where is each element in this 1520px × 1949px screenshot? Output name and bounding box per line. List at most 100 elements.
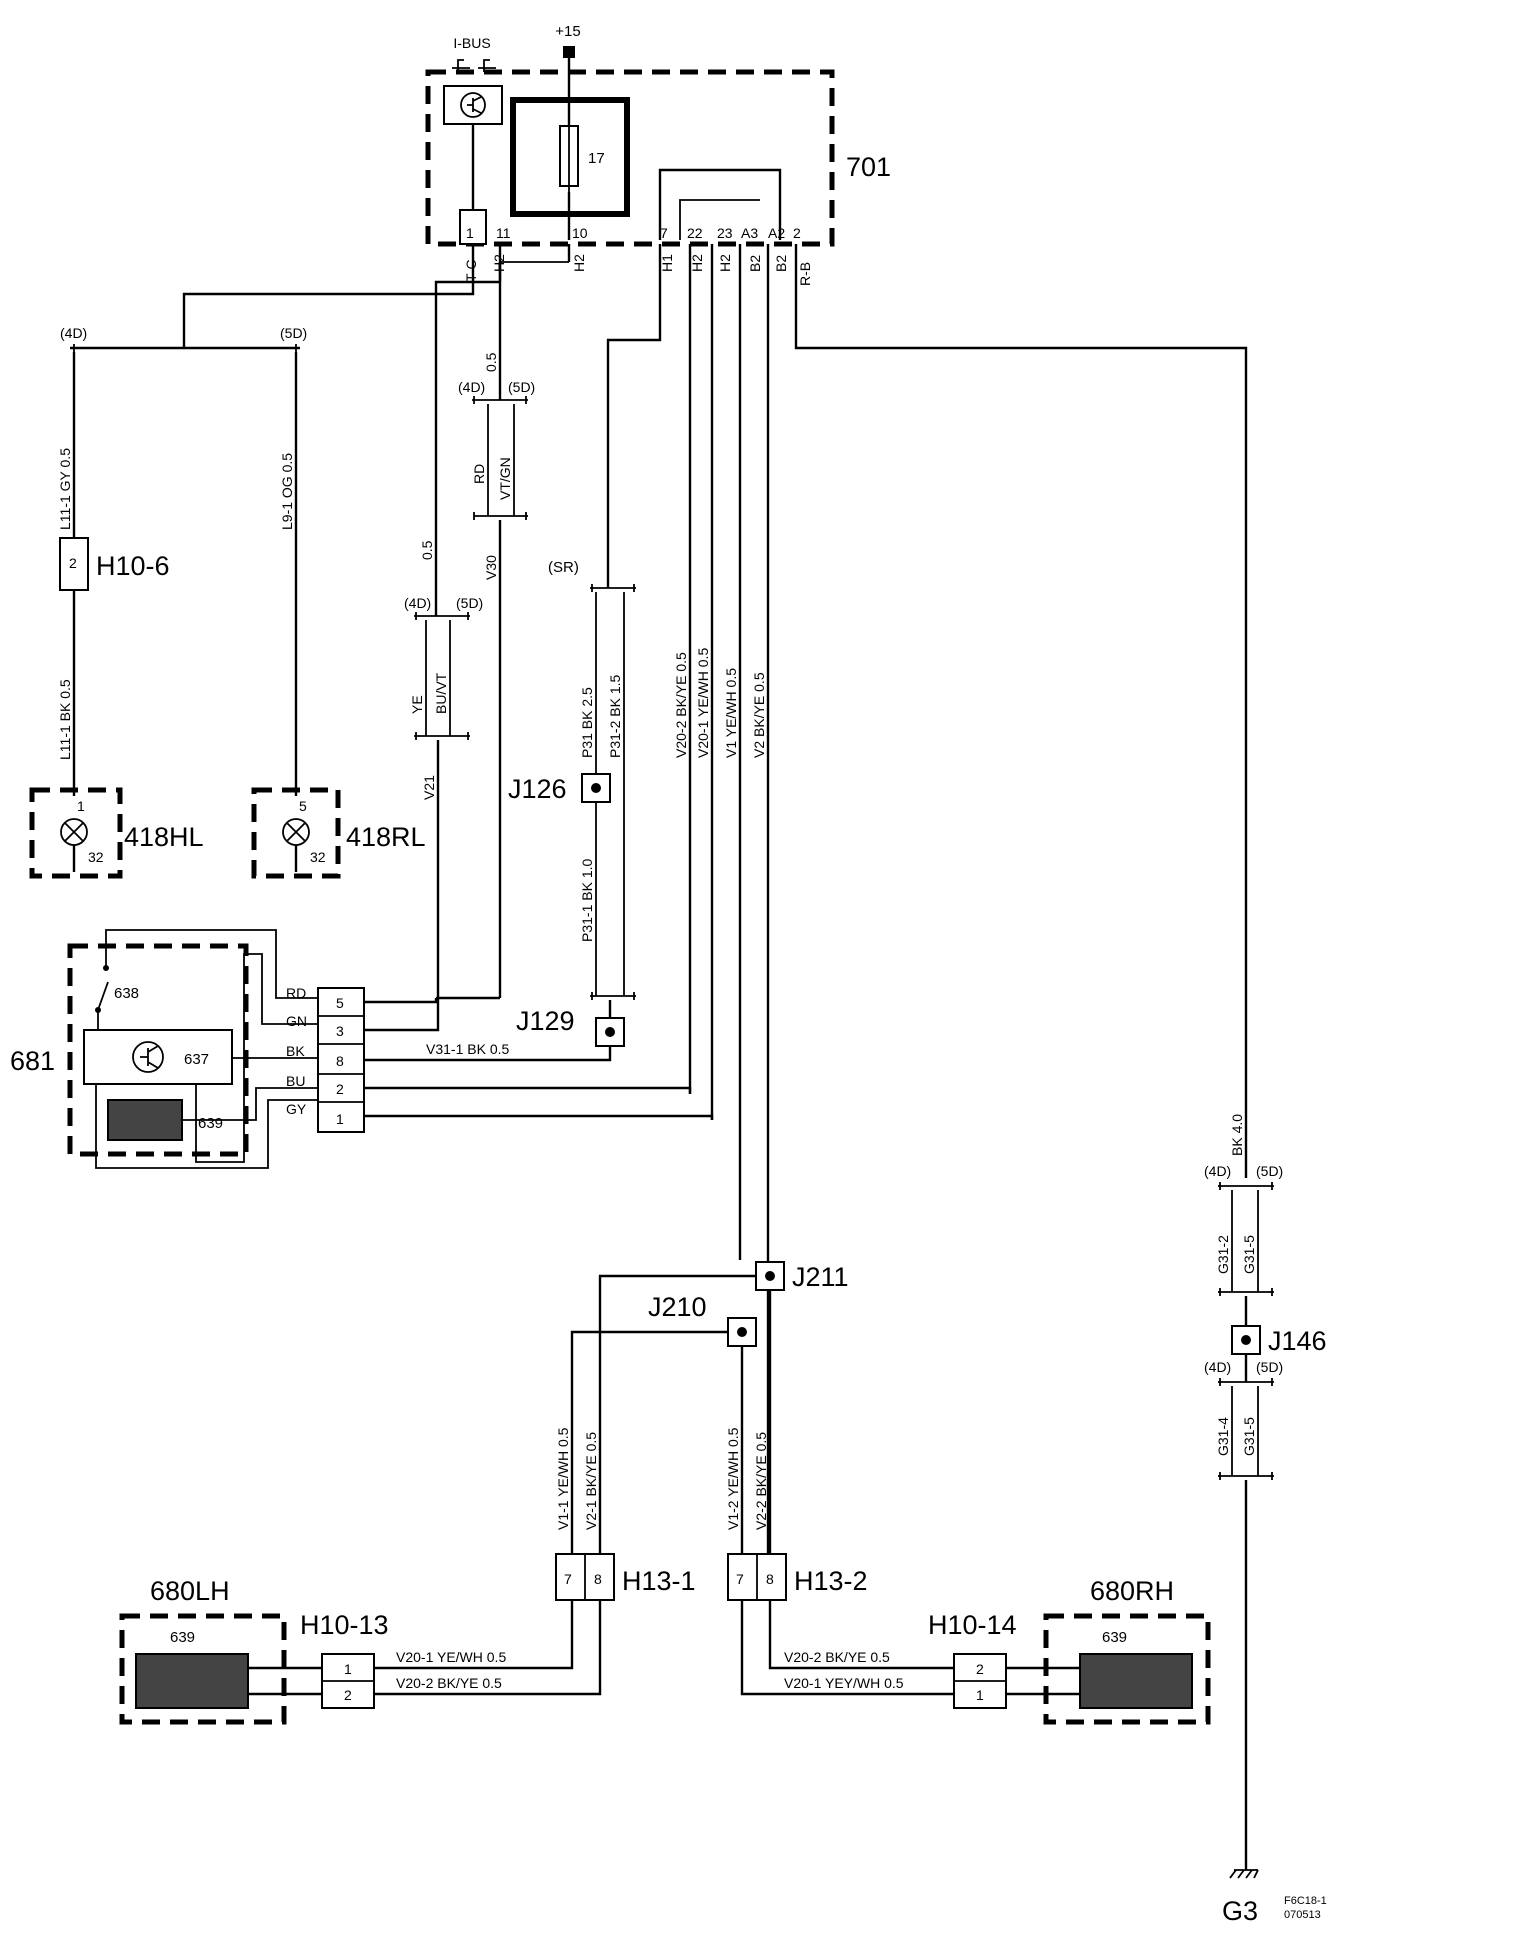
heater-680lh-label: 680LH xyxy=(150,1576,230,1606)
h13-2-pin: 7 xyxy=(736,1571,744,1587)
lamp-418hl-label: 418HL xyxy=(124,822,204,852)
sr-label: (SR) xyxy=(548,559,579,576)
h13-1-pin: 7 xyxy=(564,1571,572,1587)
ground-variant-5d: (5D) xyxy=(1256,1163,1283,1179)
mid-v21-label: V21 xyxy=(421,775,437,800)
vertical-wire-label: V2 BK/YE 0.5 xyxy=(751,672,767,758)
lower-wire-label: V2-1 BK/YE 0.5 xyxy=(583,1432,599,1530)
cim-wire-code: H2 xyxy=(689,254,705,272)
cim-701-label: 701 xyxy=(846,152,891,182)
connector-681-color: BK xyxy=(286,1043,305,1059)
splice-j146-label: J146 xyxy=(1268,1326,1327,1356)
cim-wire-code: H2 xyxy=(571,254,587,272)
lamp-418hl-pin-top: 1 xyxy=(77,798,85,814)
splice-j126-label: J126 xyxy=(508,774,567,804)
splice-j129-label: J129 xyxy=(516,1006,575,1036)
vertical-wire-label: V1 YE/WH 0.5 xyxy=(723,668,739,758)
connector-681-pin: 8 xyxy=(336,1053,344,1069)
cim-pin: 11 xyxy=(496,225,511,241)
connector-h13-1-label: H13-1 xyxy=(622,1566,696,1596)
cim-701-box xyxy=(425,69,835,247)
cim-pin: 1 xyxy=(466,225,474,241)
motor-637-box xyxy=(83,1029,233,1085)
mid-variant-4d-b: (4D) xyxy=(404,595,431,611)
splice-j210-label: J210 xyxy=(648,1292,707,1322)
mid-variant-5d-b: (5D) xyxy=(456,595,483,611)
ground-variant-5d-b: (5D) xyxy=(1256,1359,1283,1375)
cim-pin: 22 xyxy=(687,225,703,241)
lh-wire1-label: V20-1 YE/WH 0.5 xyxy=(396,1649,506,1665)
lamp-418rl-pin-top: 5 xyxy=(299,798,307,814)
connector-681-color: RD xyxy=(286,985,306,1001)
h10-6-label: H10-6 xyxy=(96,551,170,581)
mid-size-b: 0.5 xyxy=(419,540,435,560)
cim-wire-code: H1 xyxy=(659,254,675,272)
lower-wire-label: V1-1 YE/WH 0.5 xyxy=(555,1427,571,1530)
doc-code-line1: F6C18-1 xyxy=(1284,1895,1327,1907)
ibus-label: I-BUS xyxy=(453,35,490,51)
ground-g31-5b: G31-5 xyxy=(1241,1417,1257,1456)
lower-wire-label: V2-2 BK/YE 0.5 xyxy=(753,1432,769,1530)
motor-637-label: 637 xyxy=(184,1051,209,1068)
wire-rh-v20-2 xyxy=(768,1600,954,1670)
cim-ibus-transistor-icon xyxy=(460,92,486,118)
splice-j211-label: J211 xyxy=(792,1262,849,1292)
mid-v30-label: V30 xyxy=(483,555,499,580)
connector-681-color: BU xyxy=(286,1073,305,1089)
connector-h10-14-label: H10-14 xyxy=(928,1610,1017,1640)
h10-14-pin: 2 xyxy=(976,1661,984,1677)
wire-l9-1-label: L9-1 OG 0.5 xyxy=(279,453,295,530)
ground-variant-4d: (4D) xyxy=(1204,1163,1231,1179)
module-681-box xyxy=(67,943,249,1157)
connector-681-color: GY xyxy=(286,1101,307,1117)
cim-pin: 7 xyxy=(660,225,668,241)
sr-p31-1-label: P31-1 BK 1.0 xyxy=(579,859,595,942)
heater-639-label: 639 xyxy=(198,1115,223,1132)
mid-rd-label: RD xyxy=(471,464,487,484)
connector-681-pin: 5 xyxy=(336,995,344,1011)
wire-l11-1-label: L11-1 GY 0.5 xyxy=(57,448,73,530)
h13-1-pin: 8 xyxy=(594,1571,602,1587)
connector-681-color: GN xyxy=(286,1013,307,1029)
cim-wire-code: R-B xyxy=(797,262,813,286)
h10-14-pin: 1 xyxy=(976,1687,984,1703)
rh-wire1-label: V20-2 BK/YE 0.5 xyxy=(784,1649,890,1665)
lower-wire-label: V1-2 YE/WH 0.5 xyxy=(725,1427,741,1530)
lamp-418rl-box xyxy=(251,787,341,879)
wire-tc xyxy=(182,244,475,318)
wire-v31-1 xyxy=(364,1046,612,1062)
heater-680rh-label: 680RH xyxy=(1090,1576,1174,1606)
lamp-418hl-pin-bottom: 32 xyxy=(88,849,104,865)
wire-h1 xyxy=(606,244,662,588)
h10-6-pin: 2 xyxy=(69,555,77,571)
ground-g31-4: G31-4 xyxy=(1215,1417,1231,1456)
mid-variant-4d: (4D) xyxy=(458,379,485,395)
supply-label: +15 xyxy=(555,23,580,40)
heater-680lh-element xyxy=(135,1653,249,1709)
cim-pin: A2 xyxy=(768,225,785,241)
motor-637-icon xyxy=(132,1041,164,1073)
heater-680rh-element-label: 639 xyxy=(1102,1629,1127,1646)
ground-wire-label: BK 4.0 xyxy=(1229,1114,1245,1156)
cim-pin: 10 xyxy=(572,225,588,241)
cim-wire-code: T-C xyxy=(463,259,479,282)
ground-variant-4d-b: (4D) xyxy=(1204,1359,1231,1375)
ground-g31-5: G31-5 xyxy=(1241,1235,1257,1274)
heater-639-element xyxy=(107,1099,183,1141)
fuse-number: 17 xyxy=(588,150,605,167)
ground-icon xyxy=(1229,1869,1259,1879)
mid-vtgn-label: VT/GN xyxy=(497,457,513,500)
connector-681-pin: 2 xyxy=(336,1081,344,1097)
h10-13-pin: 1 xyxy=(344,1661,352,1677)
connector-h10-13-label: H10-13 xyxy=(300,1610,389,1640)
cim-pin: 23 xyxy=(717,225,733,241)
cim-internal-wire xyxy=(658,168,782,240)
lamp-418rl-pin-bottom: 32 xyxy=(310,849,326,865)
mid-buvt-label: BU/VT xyxy=(433,672,449,714)
wire-l11-1-bk-label: L11-1 BK 0.5 xyxy=(57,679,73,760)
sr-p31-2-label: P31-2 BK 1.5 xyxy=(607,675,623,758)
h13-2-pin: 8 xyxy=(766,1571,774,1587)
sr-p31-label: P31 BK 2.5 xyxy=(579,687,595,758)
lamp-418hl-box xyxy=(29,787,123,879)
